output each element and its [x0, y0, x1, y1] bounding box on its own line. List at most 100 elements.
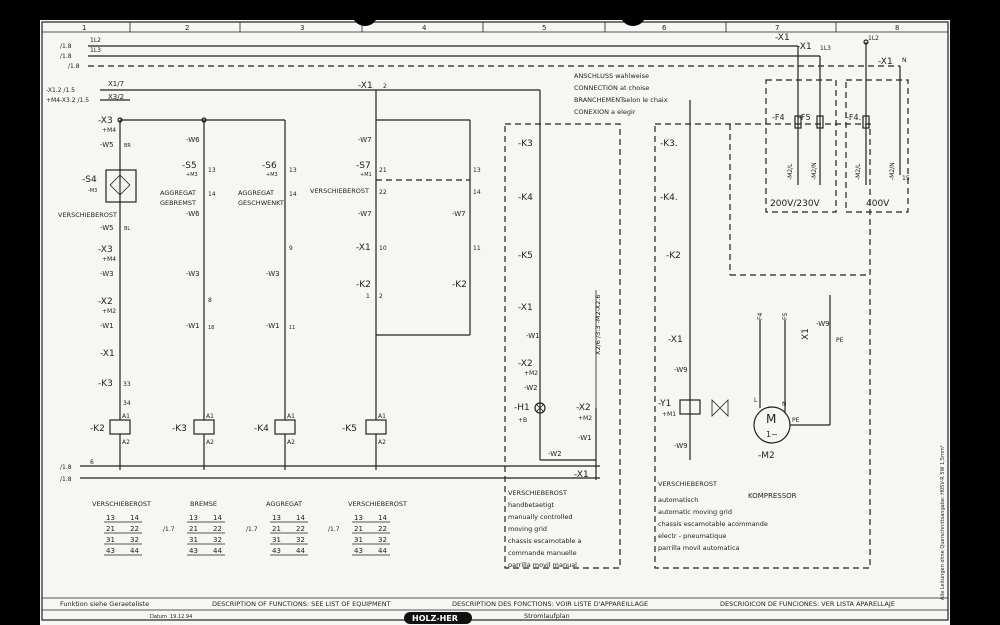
contact-pin: 43: [272, 547, 281, 555]
c1-s4-desc: VERSCHIEBEROST: [58, 211, 117, 219]
motor-m: M: [766, 412, 776, 426]
c1-w5b: -W5: [100, 224, 114, 232]
holzher-logo: [404, 612, 472, 624]
c3-s6-desc1: AGGREGAT: [238, 189, 274, 197]
footer-doc: Stromlaufplan: [524, 612, 570, 620]
col-num-6: 6: [662, 24, 667, 32]
bottom-pin: 6: [90, 459, 94, 466]
contact-pin: 14: [130, 514, 139, 522]
c4-a1: A1: [378, 413, 386, 420]
contact-pin: 32: [213, 536, 222, 544]
bus-label-l3: 1L3: [90, 47, 101, 54]
contact-pin: 43: [189, 547, 198, 555]
contact-pin: 43: [354, 547, 363, 555]
c6-w9b: -W9: [674, 442, 688, 450]
c4-w7a: -W7: [358, 136, 372, 144]
c1-x3-loc: +M4: [102, 127, 116, 134]
circuit-column-3: [274, 120, 296, 470]
c6-k3: -K3.: [660, 139, 678, 149]
c5-k3: -K3: [518, 139, 533, 149]
c3-p9: 9: [289, 245, 293, 252]
c4-s7-desc: VERSCHIEBEROST: [310, 187, 369, 195]
c5-w1: -W1: [526, 332, 540, 340]
contact-pin: 44: [296, 547, 305, 555]
footer-en: DESCRIPTION OF FUNCTIONS: SEE LIST OF EQ…: [212, 600, 391, 608]
c3-w3: -W3: [266, 270, 280, 278]
c4-k2a: -K2: [356, 280, 371, 290]
motor-n: N: [782, 401, 787, 408]
motor-x1: X1: [801, 328, 811, 340]
bus-label-l2: 1L2: [90, 37, 101, 44]
c2-p14: 14: [208, 191, 216, 198]
contact-pin: 31: [189, 536, 198, 544]
c6-w9: -W9: [674, 366, 688, 374]
fuse-m2l-1: -M2/L: [787, 163, 794, 180]
c2-s5: -S5: [182, 161, 197, 171]
c5-ref: X2/6 /3.3 -M2-X2.6: [594, 295, 602, 355]
c3-s6-desc2: GESCHWENKT: [238, 199, 284, 207]
c2-w6b: -W6: [186, 210, 200, 218]
c5-k5: -K5: [518, 251, 533, 261]
fuse-m2n-1: -M2/N: [811, 162, 818, 180]
fuse-f4: -F4: [772, 113, 785, 122]
c5-desc-6: parrilla movil manual: [508, 561, 577, 569]
contact-pin: 21: [106, 525, 115, 533]
c5-x1b: -X1: [574, 470, 589, 480]
c5-desc-1: handbetaetigt: [508, 501, 554, 509]
c3-a1: A1: [287, 413, 295, 420]
c1-k3-p2: 34: [123, 400, 131, 407]
holzher-logo-text: HOLZ-HER: [412, 614, 458, 623]
fuse-f5: -F5: [798, 113, 811, 122]
contact-title-1: VERSCHIEBEROST: [92, 500, 151, 508]
c2-p13: 13: [208, 167, 216, 174]
c5-desc-0: VERSCHIEBEROST: [508, 489, 567, 497]
col-num-1: 1: [82, 24, 86, 32]
c5-desc-4: chassis escamotable a: [508, 537, 581, 545]
contact-pin: 14: [378, 514, 387, 522]
col-num-8: 8: [895, 24, 899, 32]
c3-s6: -S6: [262, 161, 277, 171]
motor-phase: 1~: [766, 430, 778, 439]
c3-coil: -K4: [254, 424, 269, 434]
contact-title-4: VERSCHIEBEROST: [348, 500, 407, 508]
c1-w3: -W3: [100, 270, 114, 278]
bus-ref-l2: /1.8: [60, 43, 72, 50]
lamp-h1: [534, 402, 546, 414]
motor-pe2: PE: [836, 337, 844, 344]
bus-ref-l3: /1.8: [60, 53, 72, 60]
c4-p2: 2: [379, 293, 383, 300]
c1-s4: -S4: [82, 175, 97, 185]
bottom-ref-n: /1.8: [60, 476, 72, 483]
c2-p8: 8: [208, 297, 212, 304]
c5-desc-3: moving grid: [508, 525, 547, 533]
motor-name: -M2: [758, 451, 775, 461]
contact-pin: 13: [354, 514, 363, 522]
coil-k5: [365, 419, 387, 435]
terminal-x1-a: -X1: [775, 33, 790, 43]
c4-w7b: -W7: [358, 210, 372, 218]
punch-hole-left: [352, 0, 378, 26]
coil-k4: [274, 419, 296, 435]
c6-desc-2: automatic moving grid: [658, 508, 732, 516]
c4-k2b: -K2: [452, 280, 467, 290]
footer-de: Funktion siehe Geraeteliste: [60, 600, 149, 608]
contact-pin: 44: [130, 547, 139, 555]
terminal-x1-b: -X1: [797, 42, 812, 52]
contact-pin: 32: [130, 536, 139, 544]
feed1-ref: -X1.2 /1.5: [46, 87, 75, 94]
c1-w5a-pin: BR: [124, 143, 131, 149]
c6-desc-1: automatisch: [658, 496, 698, 504]
contact-pin: 21: [189, 525, 198, 533]
c5-w1b: -W1: [578, 434, 592, 442]
c4-p13: 13: [473, 167, 481, 174]
contact-pin: 32: [378, 536, 387, 544]
c3-s6-loc: +M3: [266, 172, 278, 178]
fuse-group: [765, 46, 909, 213]
c5-x1: -X1: [518, 303, 533, 313]
terminal-x1-c: -X1: [878, 57, 893, 67]
contact-pin: 44: [378, 547, 387, 555]
contact-pin: 13: [189, 514, 198, 522]
motor-pe: PE: [792, 417, 800, 424]
side-note: Alle Leitungen ohne Querschnittsangabe: …: [940, 445, 946, 600]
c2-w3: -W3: [186, 270, 200, 278]
